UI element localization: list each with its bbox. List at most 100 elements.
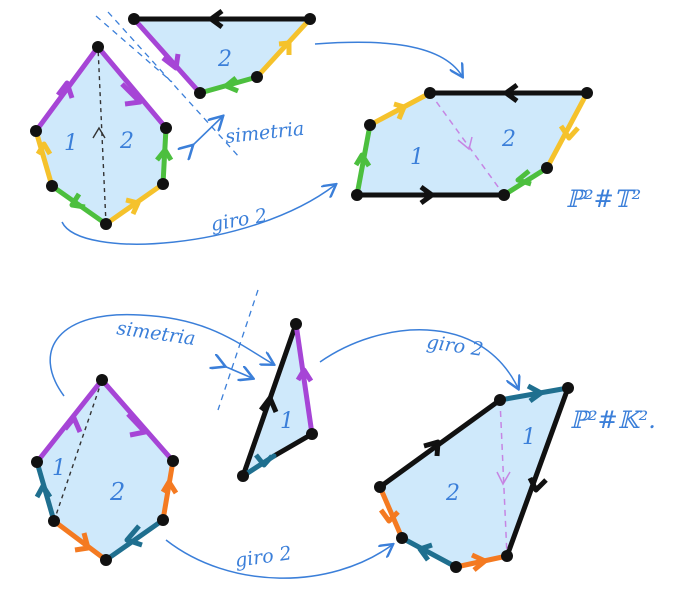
bottom-symmetry-curve xyxy=(49,313,273,397)
vertex xyxy=(306,428,318,440)
arrow-head xyxy=(161,53,181,71)
arrow-head xyxy=(503,82,519,104)
vertex xyxy=(157,514,169,526)
vertex xyxy=(157,178,169,190)
bottom-hex-label-1: 1 xyxy=(52,456,66,481)
arrow-head xyxy=(63,415,83,433)
arrow-head xyxy=(419,184,435,206)
arrow-head xyxy=(259,395,279,413)
bottom-triangle: 1 xyxy=(237,318,318,482)
vertex xyxy=(498,189,510,201)
top-rotation-arrow-lower xyxy=(61,185,335,245)
vertex xyxy=(167,455,179,467)
arrow-head xyxy=(417,542,433,562)
top-symmetry-arrow xyxy=(192,117,222,146)
vertex xyxy=(501,550,513,562)
arrow-head xyxy=(393,101,407,120)
arrow-head xyxy=(56,80,75,99)
vertex xyxy=(128,13,140,25)
arrow-head xyxy=(295,367,314,383)
vertex xyxy=(96,374,108,386)
bottom-hex-label-2: 2 xyxy=(109,478,125,506)
bottom-hexagon: 1 2 xyxy=(31,374,179,566)
top-triangle-label: 2 xyxy=(217,47,232,72)
arrow-head xyxy=(69,192,86,210)
vertex xyxy=(100,554,112,566)
top-result-label-1: 1 xyxy=(410,145,424,170)
vertex xyxy=(351,189,363,201)
top-hexagon: 1 2 xyxy=(30,41,174,230)
vertex xyxy=(364,119,376,131)
vertex xyxy=(562,382,574,394)
vertex xyxy=(46,180,58,192)
bottom-symmetry-label: simetria xyxy=(115,317,197,350)
arrow-head xyxy=(515,169,532,187)
vertex xyxy=(424,87,436,99)
arrow-head xyxy=(353,152,372,168)
top-result-polygon: 1 2 xyxy=(351,82,593,206)
bottom-symmetry-arrow xyxy=(224,366,252,378)
arrow-head xyxy=(208,8,224,30)
arrow-head xyxy=(378,508,400,524)
arrow-head xyxy=(558,124,580,141)
bottom-result-polygon: 2 1 xyxy=(374,382,574,573)
arrow-head xyxy=(526,383,544,404)
arrow-head xyxy=(496,471,511,486)
bottom-result-name: ℙ²#𝕂². xyxy=(570,406,656,434)
vertex xyxy=(396,532,408,544)
bottom-result-diagonal xyxy=(499,399,508,557)
vertex xyxy=(251,71,263,83)
bottom-rotation-label-top: giro 2 xyxy=(425,331,484,361)
arrow-head xyxy=(126,412,148,438)
bottom-symmetry-axis xyxy=(217,289,259,411)
vertex xyxy=(581,87,593,99)
arrow-head xyxy=(470,552,488,572)
arrow-head xyxy=(35,141,53,156)
arrow-head xyxy=(34,483,53,499)
arrow-head xyxy=(120,82,143,107)
bottom-result-label-2: 2 xyxy=(445,481,460,506)
arrow-head xyxy=(278,40,292,55)
vertex xyxy=(30,125,42,137)
arrow-head xyxy=(423,439,441,457)
top-hex-label-2: 2 xyxy=(119,129,134,154)
arrow-head xyxy=(155,147,174,162)
vertex xyxy=(494,394,506,406)
arrow-head xyxy=(125,197,141,216)
bottom-rotation-arrow-lower xyxy=(165,539,392,579)
vertex xyxy=(194,87,206,99)
top-hex-edge-yellow-left xyxy=(33,128,55,189)
bottom-result-label-1: 1 xyxy=(522,425,536,450)
vertex xyxy=(450,561,462,573)
top-result-label-2: 2 xyxy=(501,127,516,152)
top-result-name: ℙ²#𝕋² xyxy=(566,185,641,213)
arrow-head xyxy=(457,136,473,151)
vertex xyxy=(541,162,553,174)
top-hex-diagonal xyxy=(97,46,107,225)
top-hex-edge-green-right xyxy=(160,125,169,187)
arrow-head xyxy=(223,76,239,94)
arrow-head xyxy=(160,479,179,495)
vertex xyxy=(100,218,112,230)
arrow-head xyxy=(74,532,91,553)
top-hex-label-1: 1 xyxy=(64,131,78,156)
vertex xyxy=(92,41,104,53)
top-hex-edge-purple-right xyxy=(95,44,169,131)
bottom-rotation-arrow-upper xyxy=(319,329,518,388)
vertex xyxy=(304,13,316,25)
vertex xyxy=(160,122,172,134)
vertex xyxy=(374,481,386,493)
vertex xyxy=(290,318,302,330)
vertex xyxy=(31,456,43,468)
top-triangle: 2 xyxy=(128,8,316,99)
bottom-rotation-label-bottom: giro 2 xyxy=(234,542,293,572)
top-hex-diagonal-arrow xyxy=(92,126,106,139)
arrow-head xyxy=(527,476,548,493)
arrow-head xyxy=(124,524,143,548)
vertex xyxy=(48,515,60,527)
bottom-triangle-label: 1 xyxy=(280,409,294,434)
vertex xyxy=(237,470,249,482)
top-rotation-arrow-upper xyxy=(314,41,462,76)
top-symmetry-label: simetria xyxy=(224,118,305,148)
